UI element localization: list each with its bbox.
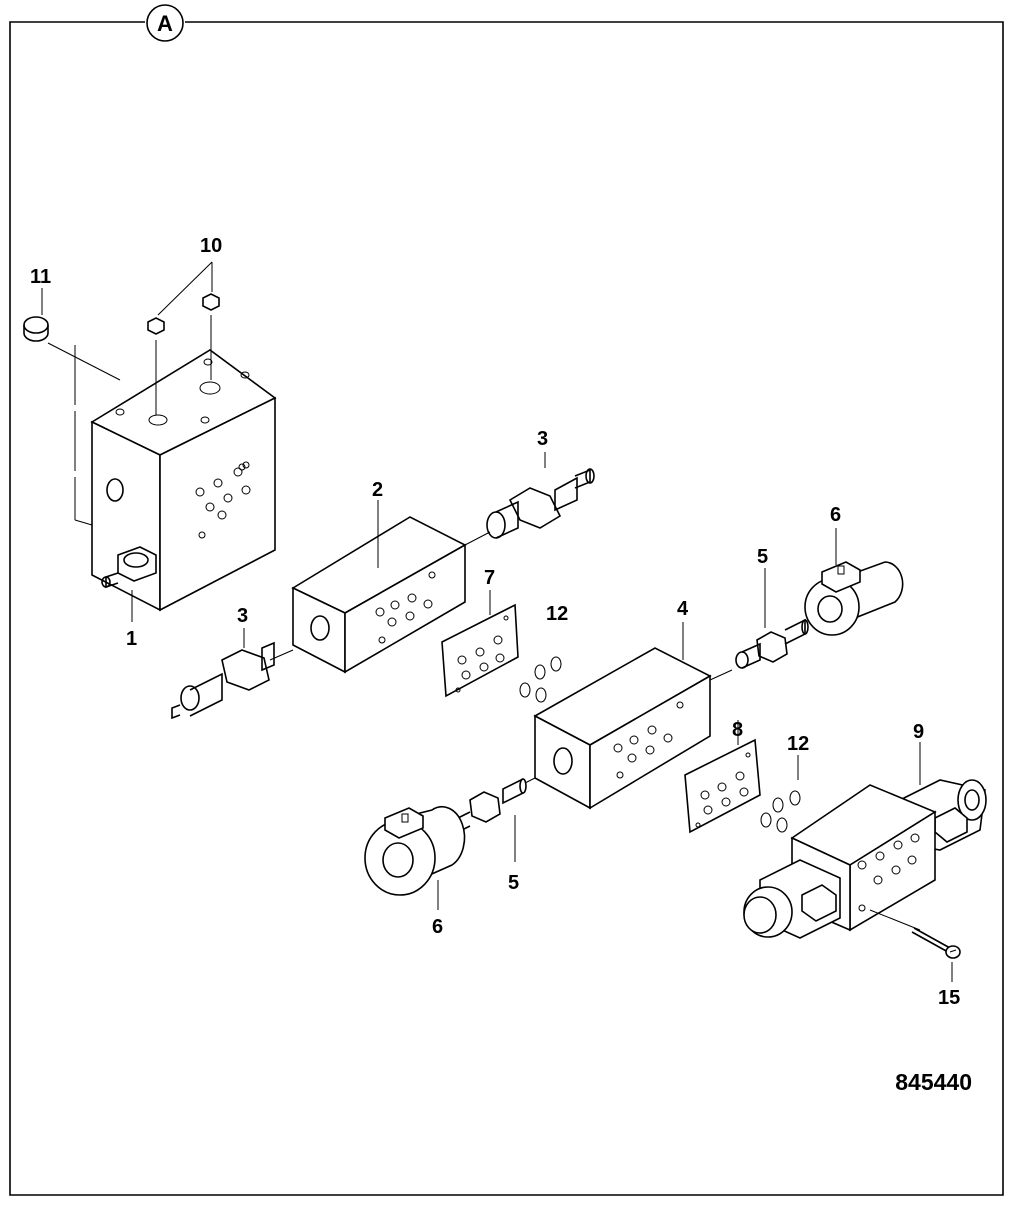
solenoid-coil-6-upper xyxy=(804,528,904,636)
pressure-valve-3-upper xyxy=(464,452,595,546)
valve-block-4 xyxy=(533,622,733,810)
callout-10: 10 xyxy=(200,235,222,257)
solenoid-tube-5-lower xyxy=(451,777,536,862)
directional-valve-9 xyxy=(743,742,987,939)
o-rings-12-lower xyxy=(760,755,801,833)
callout-11: 11 xyxy=(30,266,51,288)
solenoid-coil-6-lower xyxy=(364,806,466,910)
callout-5-lower: 5 xyxy=(508,872,519,894)
callout-12-lower: 12 xyxy=(787,733,809,755)
callout-6-upper: 6 xyxy=(830,504,841,526)
plug-fitting-11 xyxy=(23,316,121,526)
drawing-frame: A xyxy=(9,4,1004,1196)
callout-6-lower: 6 xyxy=(432,916,443,938)
bolt-15 xyxy=(911,927,961,982)
view-marker-label: A xyxy=(157,11,173,36)
callout-9: 9 xyxy=(913,721,924,743)
main-manifold-block xyxy=(90,349,277,612)
o-rings-12-upper xyxy=(519,656,562,703)
callout-3-upper: 3 xyxy=(537,428,548,450)
pressure-valve-3-lower xyxy=(171,628,294,720)
valve-block-2 xyxy=(291,500,467,674)
callout-labels: 1 2 3 3 4 5 5 6 6 7 8 9 10 11 12 12 15 xyxy=(30,235,960,1009)
callout-15: 15 xyxy=(938,987,960,1009)
view-marker-circle xyxy=(146,4,184,42)
callout-4: 4 xyxy=(677,598,689,620)
gasket-plate-8 xyxy=(684,720,761,834)
callout-2: 2 xyxy=(372,479,383,501)
screws-10 xyxy=(147,261,220,415)
callout-5-upper: 5 xyxy=(757,546,768,568)
callout-3-lower: 3 xyxy=(237,605,248,627)
callout-12-upper: 12 xyxy=(546,603,568,625)
gasket-plate-7 xyxy=(441,590,519,698)
callout-7: 7 xyxy=(484,567,495,589)
solenoid-tube-5-upper xyxy=(735,568,809,669)
callout-1: 1 xyxy=(126,628,137,650)
drawing-number: 845440 xyxy=(895,1069,972,1095)
callout-8: 8 xyxy=(732,719,743,741)
